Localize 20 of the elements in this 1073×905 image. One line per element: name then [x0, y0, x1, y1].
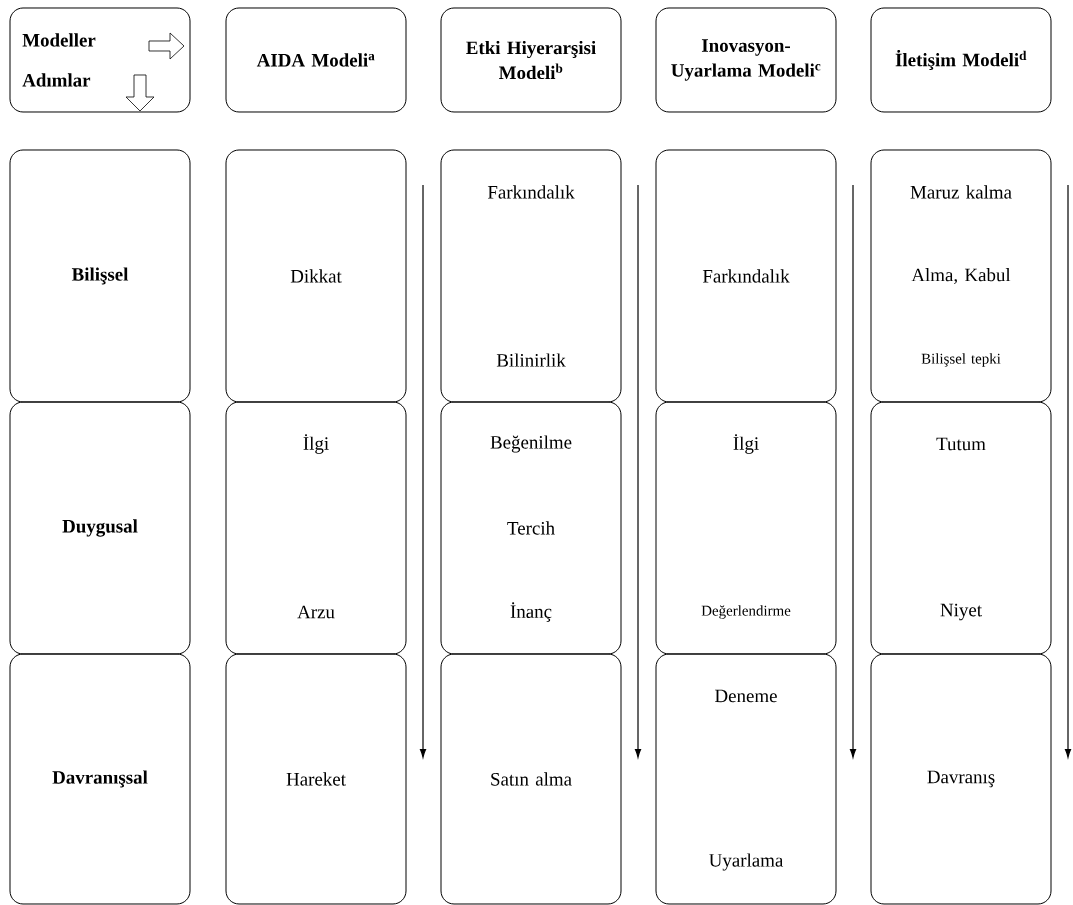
step-box: Bilişsel: [9, 149, 191, 403]
cell-box: İlgi Değerlendirme: [655, 401, 837, 655]
header-box: İletişim Modeli$^{d}$: [870, 7, 1052, 113]
header-box: AIDA Modeli$^{a}$: [225, 7, 407, 113]
step-box: Davranışsal: [9, 653, 191, 905]
cell-box: Beğenilme Tercih İnanç: [440, 401, 622, 655]
step-box: Duygusal: [9, 401, 191, 655]
cell-box: Satın alma: [440, 653, 622, 905]
cell-box: İlgi Arzu: [225, 401, 407, 655]
cell-box: Deneme Uyarlama: [655, 653, 837, 905]
cell-box: Farkındalık: [655, 149, 837, 403]
header-box: Inovasyon-Uyarlama Modeli$^{c}$: [655, 7, 837, 113]
cell-box: Hareket: [225, 653, 407, 905]
header-box: Etki Hiyerarşisi Modeli$^{b}$: [440, 7, 622, 113]
cell-box: Dikkat: [225, 149, 407, 403]
cell-box: Davranış: [870, 653, 1052, 905]
header-box: Modeller Adımlar: [9, 7, 191, 113]
cell-box: Tutum Niyet: [870, 401, 1052, 655]
cell-box: Farkındalık Bilinirlik: [440, 149, 622, 403]
cell-box: Maruz kalma Alma, Kabul Bilişsel tepki: [870, 149, 1052, 403]
